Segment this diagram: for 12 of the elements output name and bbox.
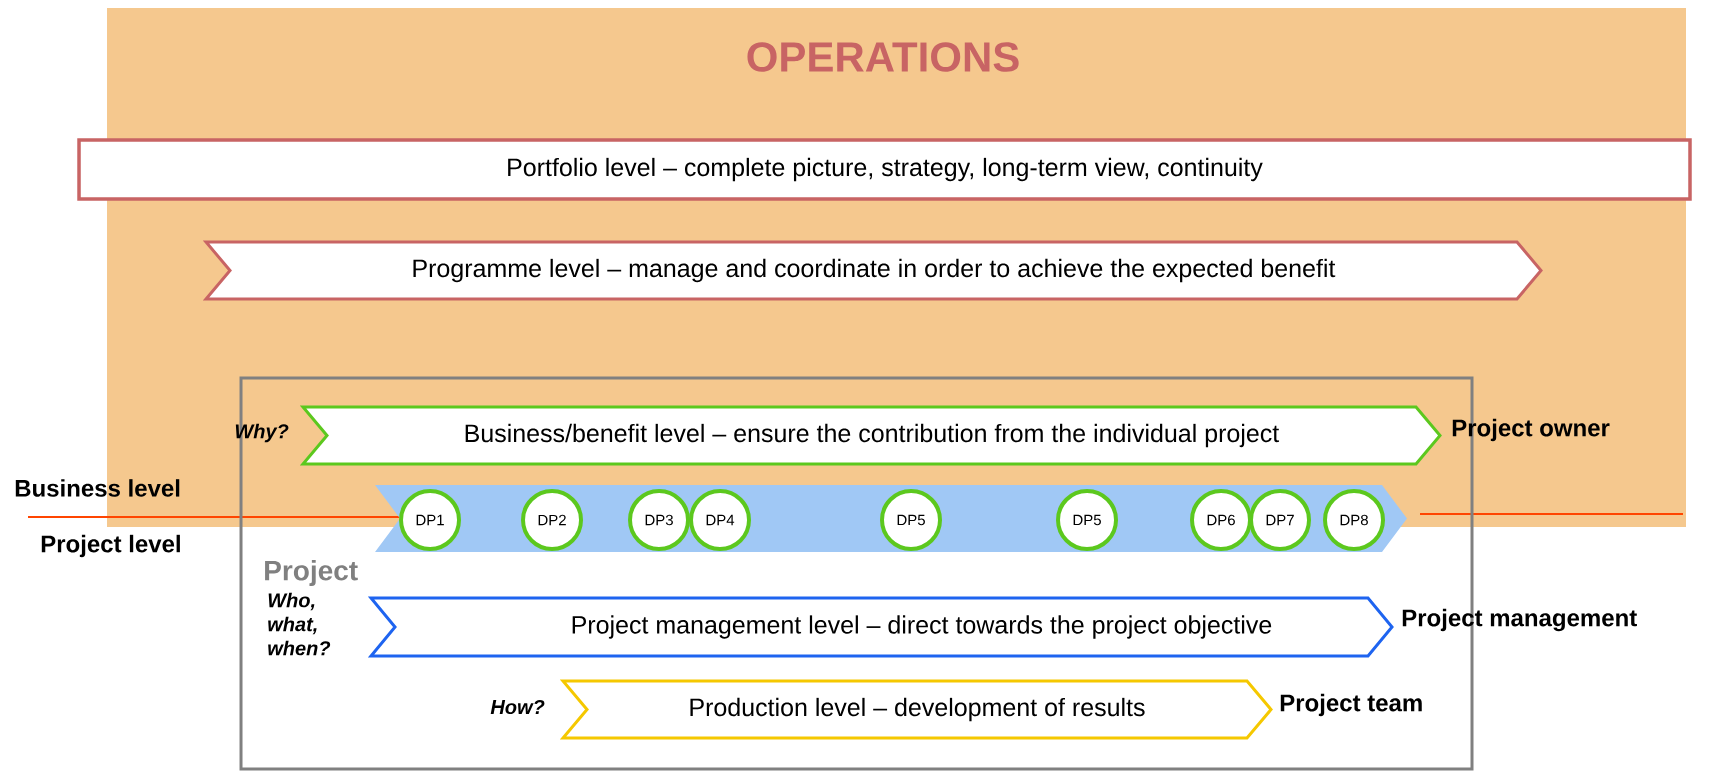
role-label: Project management bbox=[1402, 608, 1637, 632]
level-banner: Programme level – manage and coordinate in order to achieve the expected benefit bbox=[202, 240, 1543, 301]
level-label: Project level bbox=[41, 534, 180, 558]
role-label: Project team bbox=[1280, 693, 1422, 717]
level-label: Business level bbox=[15, 479, 180, 497]
role-label: Project owner bbox=[1452, 418, 1610, 442]
question-label: Why? bbox=[235, 423, 289, 443]
level-banner: Project management level – direct towards the project objective bbox=[367, 596, 1394, 658]
level-banner: Production level – development of results bbox=[559, 679, 1273, 740]
question-label: How? bbox=[490, 699, 545, 715]
level-banner: Business/benefit level – ensure the contribution from the individual project bbox=[299, 405, 1442, 466]
question-label: Who, what, when? bbox=[268, 592, 331, 656]
